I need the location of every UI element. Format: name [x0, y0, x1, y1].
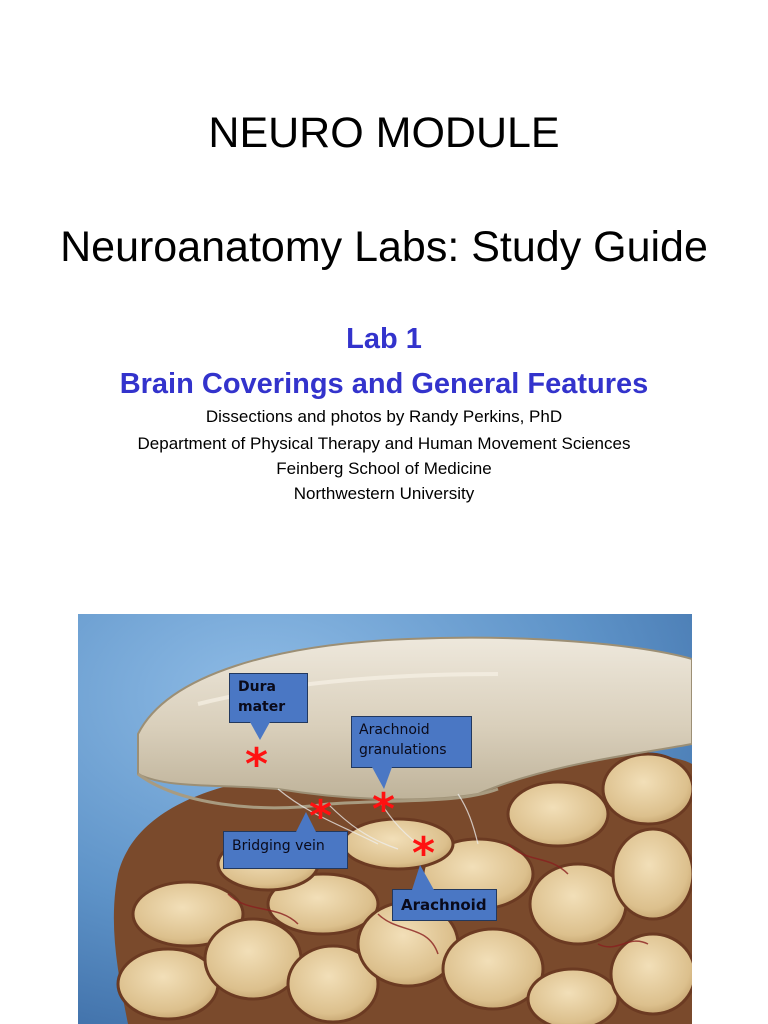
arachnoid-granulations-label: Arachnoid granulations: [359, 722, 447, 758]
arachnoid-callout: Arachnoid: [392, 889, 497, 921]
arachnoid-granulations-marker: *: [372, 784, 396, 835]
dura-mater-pointer: [250, 722, 270, 740]
dura-mater-label: Dura mater: [238, 679, 286, 715]
study-guide-title: Neuroanatomy Labs: Study Guide: [60, 223, 708, 271]
credit-university: Northwestern University: [293, 484, 475, 503]
dura-mater-callout: Dura mater: [229, 673, 308, 723]
bridging-vein-label: Bridging vein: [232, 838, 325, 854]
bridging-vein-callout: Bridging vein: [223, 831, 348, 869]
credit-school: Feinberg School of Medicine: [276, 459, 492, 478]
bridging-vein-pointer: [296, 812, 316, 832]
module-title: NEURO MODULE: [208, 109, 560, 157]
credit-department: Department of Physical Therapy and Human…: [137, 434, 631, 453]
lab-subtitle: Brain Coverings and General Features: [119, 368, 649, 400]
arachnoid-pointer: [412, 865, 434, 890]
arachnoid-granulations-callout: Arachnoid granulations: [351, 716, 472, 768]
bridging-vein-marker: *: [309, 791, 333, 842]
arachnoid-marker: *: [412, 828, 436, 879]
lab-number: Lab 1: [346, 323, 422, 355]
credit-author: Dissections and photos by Randy Perkins,…: [205, 407, 563, 426]
arachnoid-granulations-pointer: [372, 767, 392, 789]
dura-mater-marker: *: [245, 739, 269, 790]
arachnoid-label: Arachnoid: [401, 896, 487, 914]
